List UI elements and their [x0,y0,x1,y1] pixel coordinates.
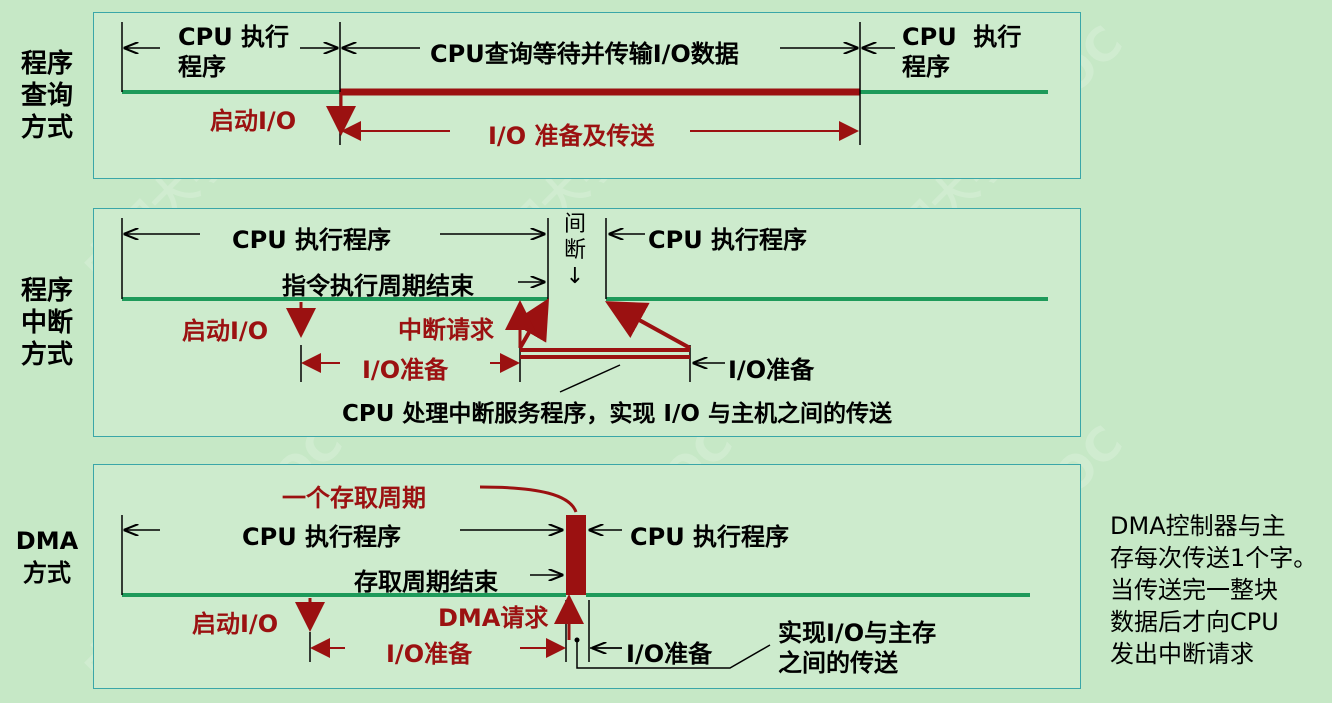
dma-io-prep-right: I/O准备 [626,640,713,668]
polling-cpu-wait: CPU查询等待并传输I/O数据 [430,40,739,68]
dma-access-end: 存取周期结束 [354,568,498,596]
dma-title: DMA 方式 [15,527,79,587]
dma-start-io: 启动I/O [192,610,279,638]
interrupt-isr-note: CPU 处理中断服务程序，实现 I/O 与主机之间的传送 [342,401,892,427]
polling-timeline [121,22,1048,145]
dma-cpu-exec-left: CPU 执行程序 [242,523,402,551]
polling-start-io: 启动I/O [210,107,297,135]
dma-access-block [566,515,586,595]
interrupt-instr-end: 指令执行周期结束 [282,272,474,300]
interrupt-break-label: 间 断 ↓ [564,212,587,289]
interrupt-cpu-exec-right: CPU 执行程序 [648,226,808,254]
interrupt-panel [93,208,1081,437]
interrupt-start-io: 启动I/O [182,317,269,345]
interrupt-io-prep-left: I/O准备 [362,356,449,384]
dma-side-note: DMA控制器与主 存每次传送1个字。 当传送完一整块 数据后才向CPU 发出中断… [1110,512,1318,668]
polling-title: 程序 查询 方式 [20,49,73,143]
dma-access-cycle: 一个存取周期 [282,484,426,512]
dma-transfer-note: 实现I/O与主存 之间的传送 [778,619,937,677]
polling-cpu-exec-left: CPU 执行 程序 [178,23,290,81]
polling-cpu-exec-right: CPU 执行 程序 [902,23,1022,81]
dma-timeline [121,485,1030,669]
polling-io-prep-transfer: I/O 准备及传送 [488,122,655,150]
interrupt-io-prep-right: I/O准备 [728,356,815,384]
dma-io-prep-left: I/O准备 [386,640,473,668]
dma-request: DMA请求 [438,604,549,632]
interrupt-title: 程序 中断 方式 [20,276,73,370]
interrupt-timeline [121,218,1048,393]
interrupt-cpu-exec-left: CPU 执行程序 [232,226,392,254]
dma-panel [93,464,1081,689]
interrupt-request: 中断请求 [398,316,494,344]
dma-cpu-exec-right: CPU 执行程序 [630,523,790,551]
